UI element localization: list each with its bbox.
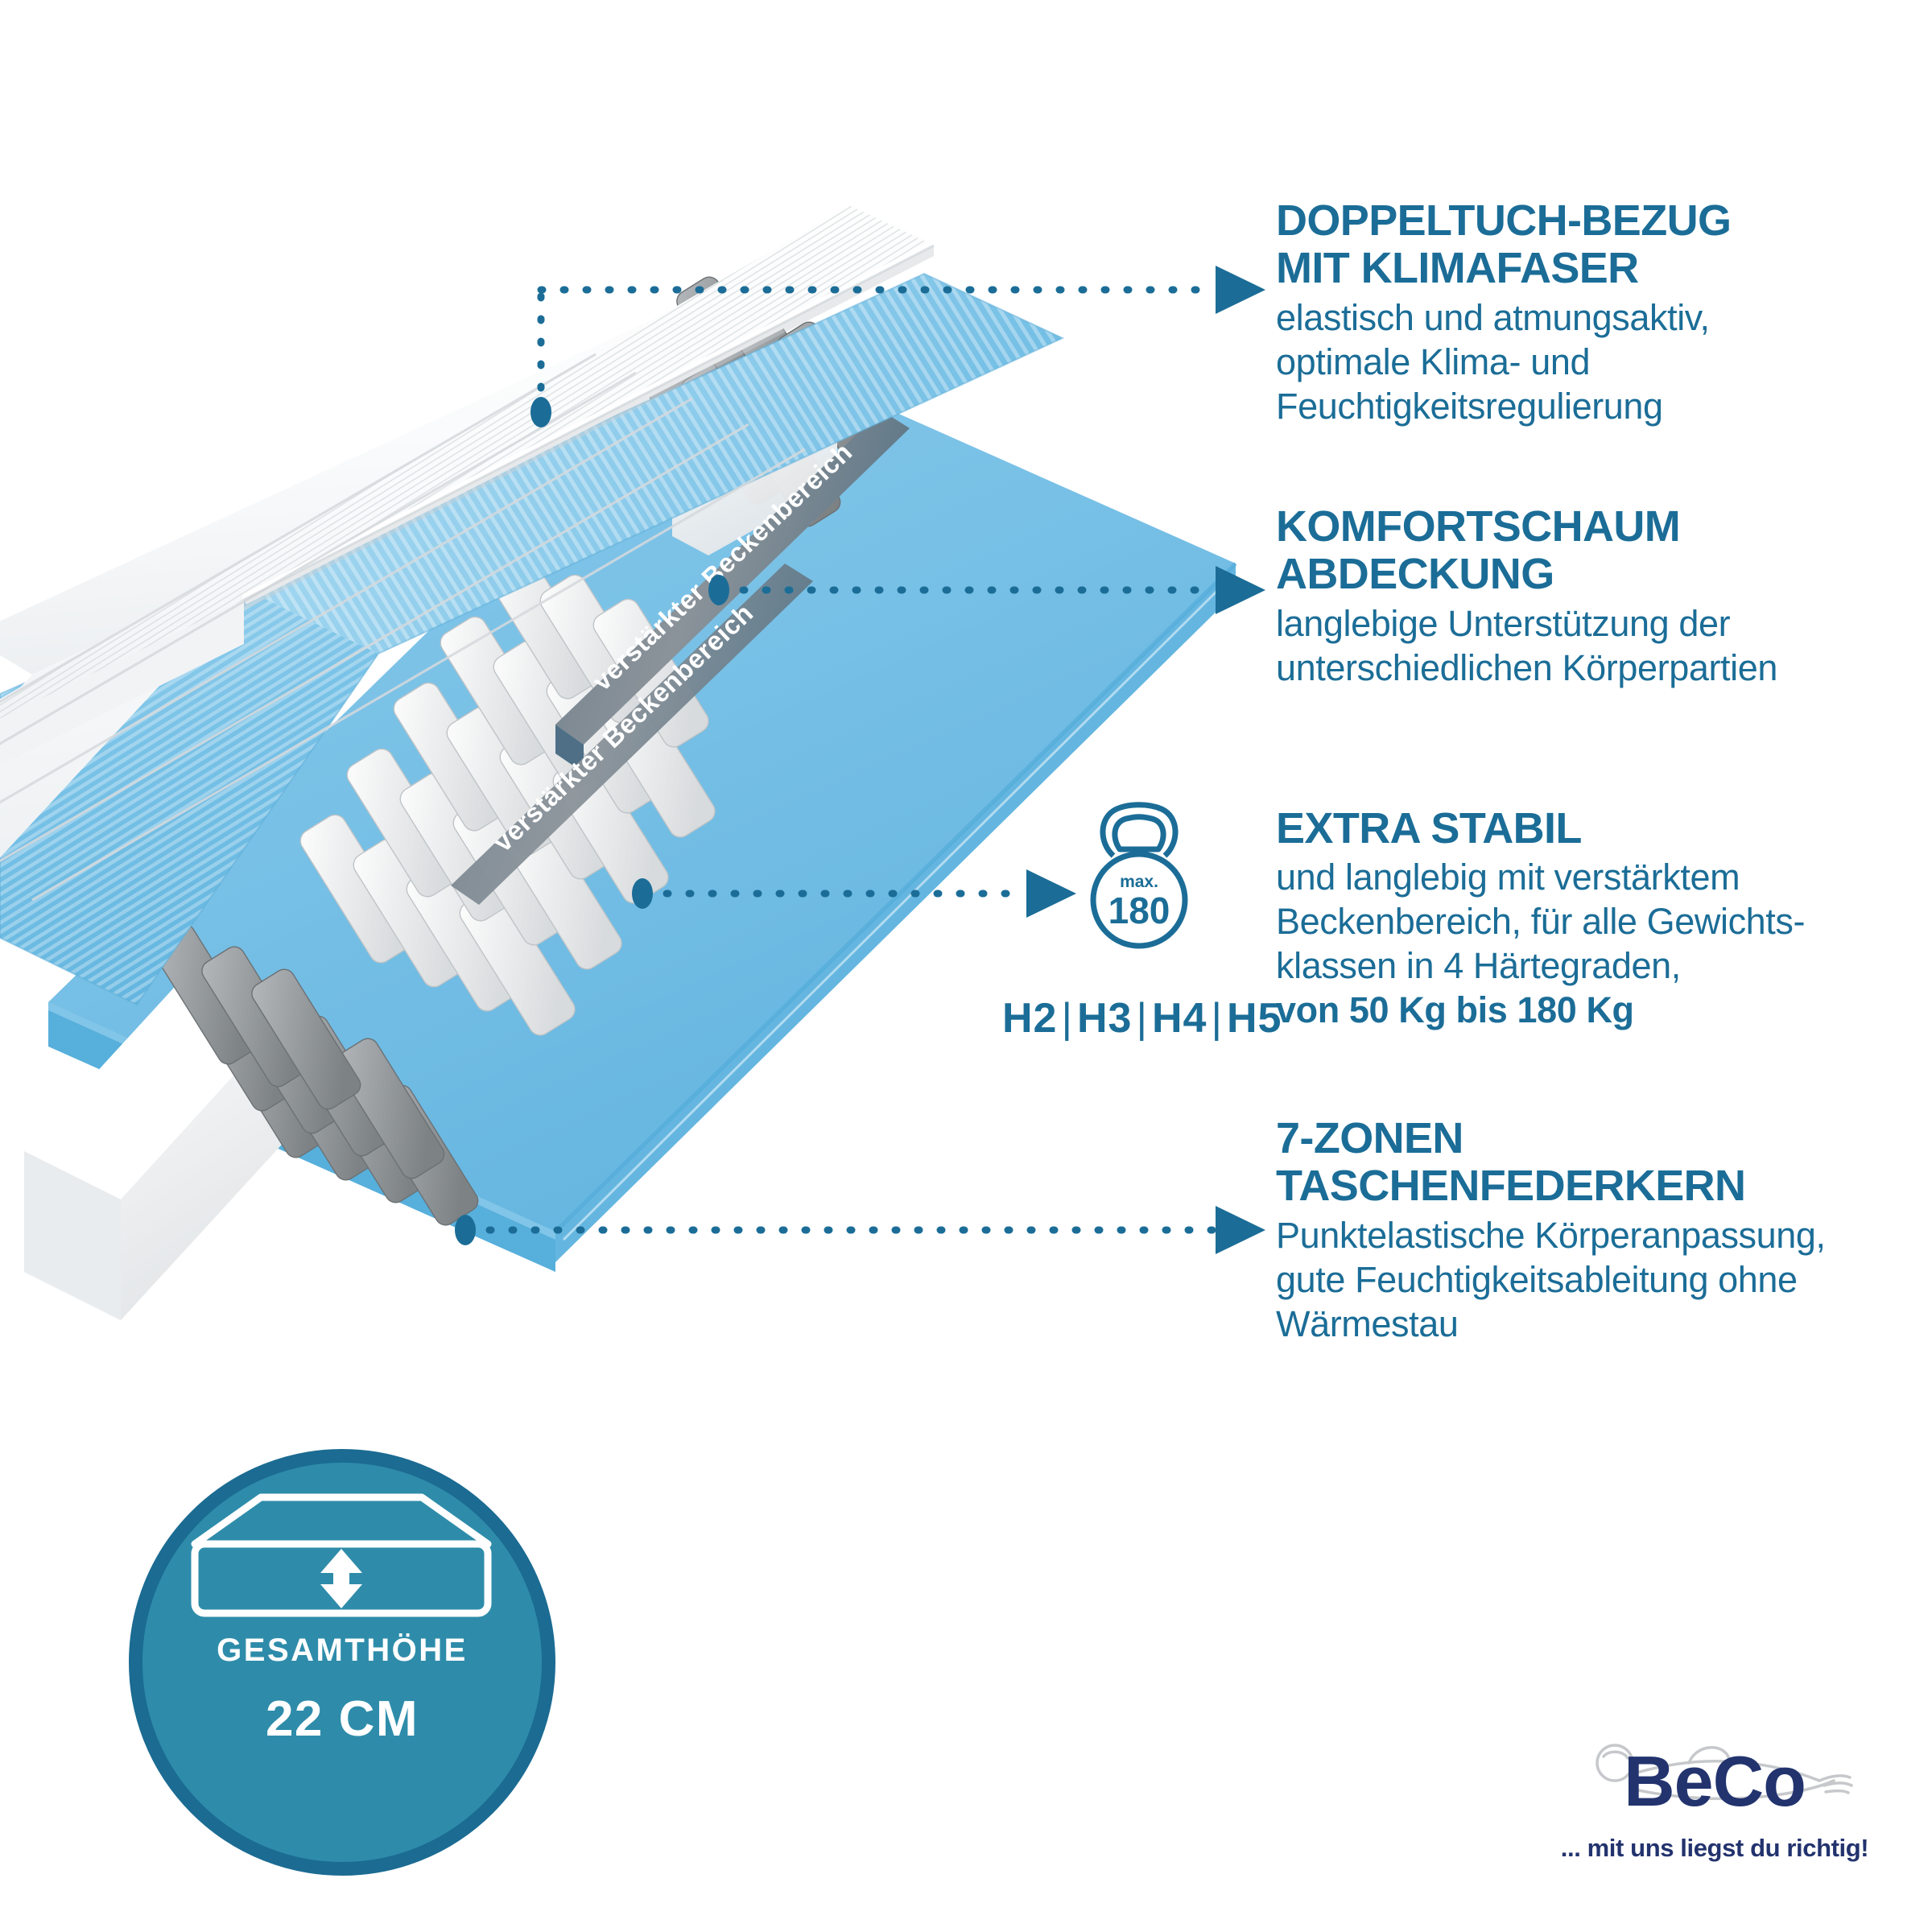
callout-3-body-line1: und langlebig mit verstärktem [1276, 857, 1740, 898]
hardness-grade-h4: H4 [1152, 995, 1208, 1042]
hardness-grades: H2|H3|H4|H5 [1002, 994, 1282, 1042]
kettlebell-max-label: max. [1120, 873, 1158, 891]
callout-3-body-line2: Beckenbereich, für alle Gewichts- [1276, 901, 1806, 943]
callout-3-title-line1: EXTRA STABIL [1276, 804, 1582, 852]
kettlebell-icon: max. 180 [1090, 802, 1188, 949]
callout-komfortschaum-abdeckung: KOMFORTSCHAUM ABDECKUNG langlebige Unter… [1276, 502, 1912, 691]
callout-2-title-line1: KOMFORTSCHAUM [1276, 502, 1681, 551]
callout-4-body-line3: Wärmestau [1276, 1302, 1459, 1344]
hardness-separator-1: | [1061, 995, 1073, 1042]
kettlebell-max-value: 180 [1108, 890, 1170, 931]
hardness-separator-2: | [1136, 995, 1148, 1042]
callout-1-title-line2: MIT KLIMAFASER [1276, 244, 1639, 293]
logo-wordmark: BeCo [1624, 1741, 1806, 1821]
logo-tagline: ... mit uns liegst du richtig! [1560, 1834, 1869, 1862]
callout-4-body-line1: Punktelastische Körperanpassung, [1276, 1214, 1826, 1256]
badge-value: 22 CM [265, 1691, 419, 1747]
callout-doppeltuch-bezug: DOPPELTUCH-BEZUG MIT KLIMAFASER elastisc… [1276, 196, 1888, 428]
hardness-separator-3: | [1211, 995, 1223, 1042]
hardness-grade-h5: H5 [1227, 995, 1282, 1042]
callout-extra-stabil: EXTRA STABIL und langlebig mit verstärkt… [1276, 804, 1912, 1033]
total-height-badge: GESAMTHÖHE 22 CM [129, 1449, 555, 1876]
beco-logo: BeCo ... mit uns liegst du richtig! [1554, 1739, 1876, 1900]
reinforced-pelvic-zone-bands [451, 411, 910, 905]
callout-4-title-line2: TASCHENFEDERKERN [1276, 1162, 1746, 1211]
callout-3-body-line4: von 50 Kg bis 180 Kg [1276, 989, 1634, 1031]
callout-1-body-line1: elastisch und atmungsaktiv, [1276, 296, 1710, 338]
base-foam-wave-edge [554, 562, 1237, 1233]
callout-4-body-line2: gute Feuchtigkeitsableitung ohne [1276, 1258, 1798, 1300]
mattress-height-icon [191, 1493, 492, 1617]
callout-3-body-line3: klassen in 4 Härtegraden, [1276, 945, 1681, 987]
callout-2-title-line2: ABDECKUNG [1276, 550, 1554, 599]
hardness-grade-h3: H3 [1077, 995, 1133, 1042]
mattress-layer-cover [0, 205, 936, 902]
callout-2-body-line2: unterschiedlichen Körperpartien [1276, 646, 1777, 688]
callout-1-body-line2: optimale Klima- und [1276, 341, 1591, 382]
callout-1-body-line3: Feuchtigkeitsregulierung [1276, 385, 1663, 427]
callout-2-body-line1: langlebige Unterstützung der [1276, 602, 1731, 644]
mattress-cutaway-illustration: verstärkter Beckenbereich verstärkter Be… [0, 205, 1237, 1320]
hardness-grade-h2: H2 [1002, 995, 1058, 1042]
callout-4-title-line1: 7-ZONEN [1276, 1114, 1463, 1162]
reclining-person-icon [1596, 1744, 1853, 1801]
callout-7-zonen-taschenfederkern: 7-ZONEN TASCHENFEDERKERN Punktelastische… [1276, 1114, 1912, 1346]
callout-1-title-line1: DOPPELTUCH-BEZUG [1276, 196, 1732, 245]
badge-label: GESAMTHÖHE [217, 1633, 468, 1668]
